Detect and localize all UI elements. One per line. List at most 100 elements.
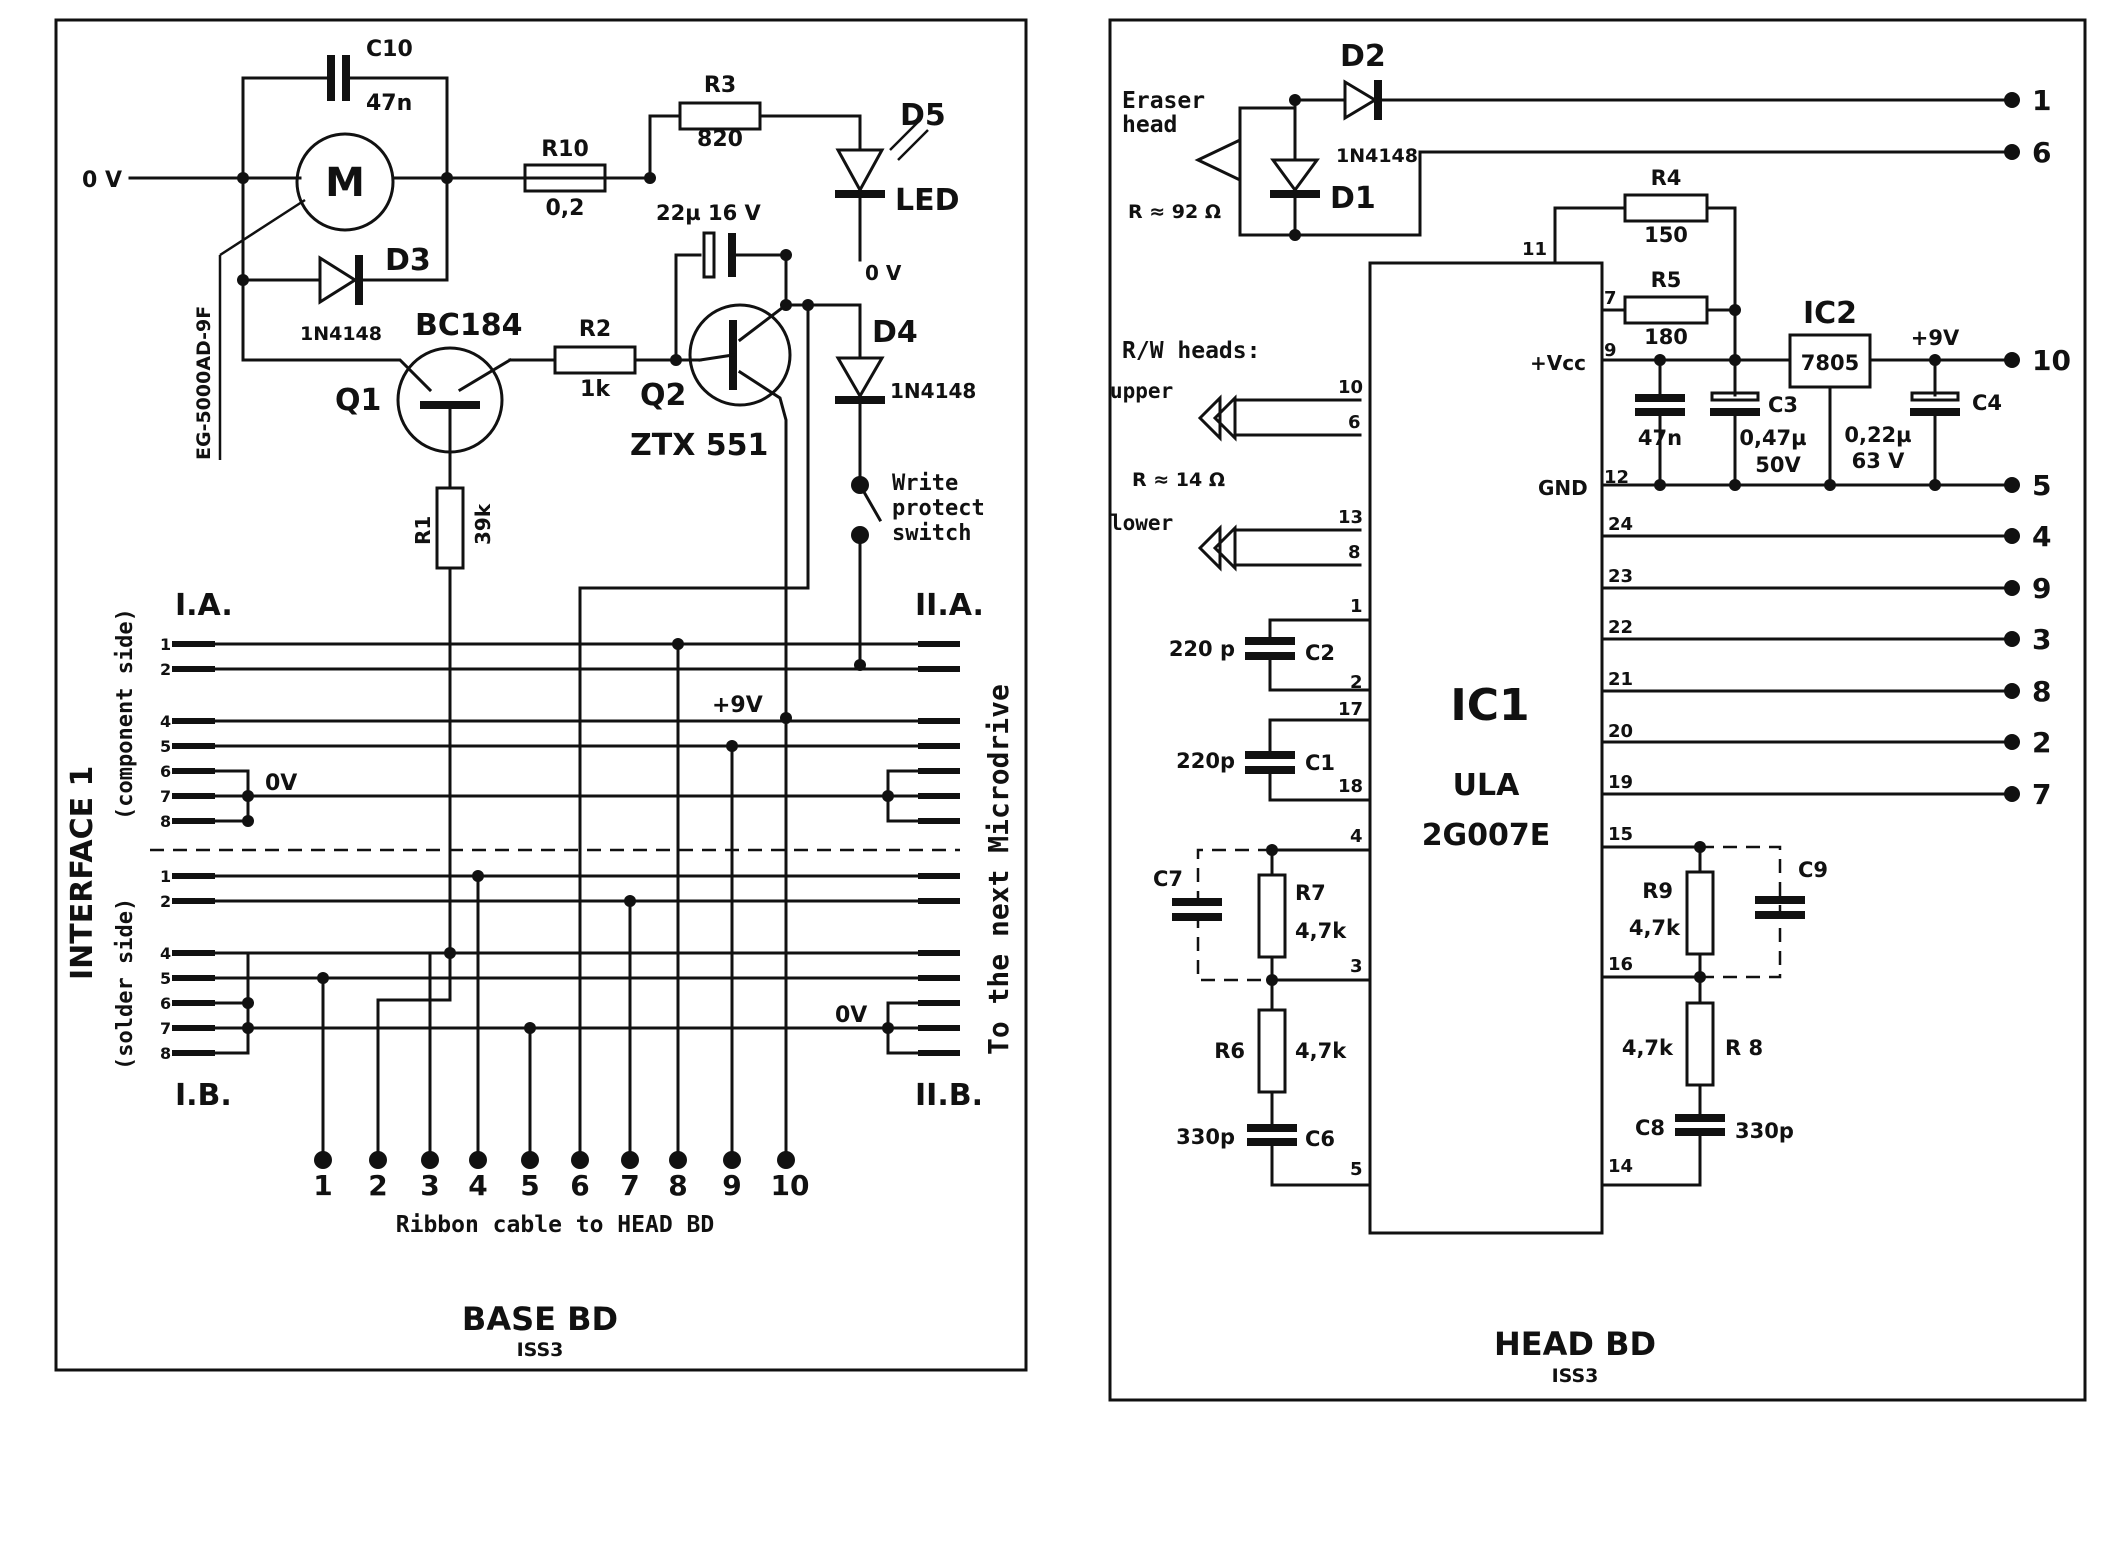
svg-text:8: 8 xyxy=(160,1044,171,1063)
svg-text:5: 5 xyxy=(160,969,171,988)
head-title: HEAD BD xyxy=(1494,1325,1656,1363)
svg-text:4: 4 xyxy=(2032,520,2051,553)
terminal-9 xyxy=(2004,580,2020,596)
r8-name: R 8 xyxy=(1725,1036,1763,1060)
d1-name: D1 xyxy=(1330,181,1376,216)
svg-text:13: 13 xyxy=(1338,507,1363,528)
edge-ib-label: I.B. xyxy=(175,1078,232,1113)
svg-text:2: 2 xyxy=(2032,726,2051,759)
c3-value-1: 0,47µ xyxy=(1739,426,1806,450)
ribbon-pin-5 xyxy=(521,1151,539,1169)
q2-name: Q2 xyxy=(640,378,686,413)
ribbon-pin-10 xyxy=(777,1151,795,1169)
svg-text:6: 6 xyxy=(2032,136,2051,169)
transistor-section: BC184 Q1 R2 1k 22µ 16 V Q2 ZTX 551 xyxy=(241,201,985,1162)
c4-name: C4 xyxy=(1972,391,2002,415)
next-microdrive-label: To the next Microdrive xyxy=(982,684,1015,1055)
r9-value: 4,7k xyxy=(1629,916,1681,940)
svg-text:9: 9 xyxy=(2032,572,2051,605)
svg-text:16: 16 xyxy=(1608,954,1633,975)
r1-resistor xyxy=(435,486,465,570)
svg-text:8: 8 xyxy=(2032,675,2051,708)
svg-text:6: 6 xyxy=(1348,412,1361,433)
ribbon-caption: Ribbon cable to HEAD BD xyxy=(396,1212,715,1238)
motor-section: 0 V M C10 47n EG-5000AD-9F D3 1 xyxy=(82,37,652,460)
head-board-border xyxy=(1108,18,2087,1402)
base-issue: ISS3 xyxy=(517,1339,564,1361)
c-47n-label: 47n xyxy=(1638,426,1682,450)
ic1-line1: ULA xyxy=(1453,768,1520,803)
edge-iib-label: II.B. xyxy=(915,1078,983,1113)
d4-name: D4 xyxy=(872,315,918,350)
svg-text:1: 1 xyxy=(160,867,171,886)
head-terminals: 1 6 10 5 4 9 3 8 2 7 xyxy=(2004,84,2071,811)
plus9v-label: +9V xyxy=(1911,326,1960,350)
svg-text:5: 5 xyxy=(160,737,171,756)
edge-connectors: I.A. I.B. II.A. II.B. INTERFACE 1 (compo… xyxy=(65,588,1015,1113)
svg-text:10: 10 xyxy=(2032,344,2071,377)
head-board: Eraser head R ≈ 92 Ω D2 1N4148 D1 R/W he… xyxy=(1108,18,2087,1402)
d2-name: D2 xyxy=(1340,39,1386,74)
r10-value: 0,2 xyxy=(546,196,585,221)
svg-text:11: 11 xyxy=(1522,239,1547,260)
r8-value: 4,7k xyxy=(1622,1036,1674,1060)
ribbon-pin-1 xyxy=(314,1151,332,1169)
right-rc-section: R9 4,7k C9 4,7k R 8 C8 330p xyxy=(1600,841,1828,1187)
signal-lines xyxy=(1600,534,2012,796)
d5-value: LED xyxy=(895,183,960,218)
r6-name: R6 xyxy=(1214,1039,1245,1063)
svg-text:20: 20 xyxy=(1608,721,1633,742)
svg-text:1: 1 xyxy=(313,1169,332,1202)
c6-value: 330p xyxy=(1176,1125,1235,1149)
left-rc-section: 220 p C2 220p C1 R7 4,7k C7 R6 4,7k xyxy=(1153,618,1372,1187)
c3-name: C3 xyxy=(1768,393,1798,417)
r3-resistor xyxy=(678,101,762,131)
terminal-2 xyxy=(2004,734,2020,750)
ribbon-pin-6 xyxy=(571,1151,589,1169)
eraser-label-1: Eraser xyxy=(1122,88,1205,114)
motor-part-label: EG-5000AD-9F xyxy=(193,306,215,460)
ic1-body xyxy=(1368,261,1604,1235)
edge-iia-label: II.A. xyxy=(915,588,984,623)
r5-name: R5 xyxy=(1651,268,1682,292)
svg-text:10: 10 xyxy=(771,1169,810,1202)
d4-value: 1N4148 xyxy=(890,379,976,403)
upper-head-symbol xyxy=(1212,394,1237,442)
svg-text:17: 17 xyxy=(1338,699,1363,720)
ribbon-wires xyxy=(317,638,792,1162)
svg-text:15: 15 xyxy=(1608,824,1633,845)
r2-resistor xyxy=(553,345,637,375)
r1-name: R1 xyxy=(411,516,435,545)
r6-value: 4,7k xyxy=(1295,1039,1347,1063)
c6-name: C6 xyxy=(1305,1127,1335,1151)
terminal-7 xyxy=(2004,786,2020,802)
svg-text:4: 4 xyxy=(1350,826,1363,847)
terminal-4 xyxy=(2004,528,2020,544)
c3-plate xyxy=(1710,391,1760,402)
led-zero-v-label: 0 V xyxy=(865,261,902,285)
terminal-3 xyxy=(2004,631,2020,647)
svg-text:19: 19 xyxy=(1608,772,1633,793)
c2-name: C2 xyxy=(1305,641,1335,665)
r5-resistor xyxy=(1623,295,1709,325)
svg-text:10: 10 xyxy=(1338,377,1363,398)
r6-resistor xyxy=(1257,1008,1287,1094)
c4-plate xyxy=(1910,391,1960,402)
power-section: R4 150 R5 180 +Vcc 7805 IC2 +9V 47n xyxy=(1530,166,2012,500)
svg-text:6: 6 xyxy=(160,762,171,781)
r2-value: 1k xyxy=(580,377,611,402)
svg-text:21: 21 xyxy=(1608,669,1633,690)
switch-label-3: switch xyxy=(892,521,971,546)
svg-text:1: 1 xyxy=(2032,84,2051,117)
r7-resistor xyxy=(1257,873,1287,959)
head-issue: ISS3 xyxy=(1552,1365,1599,1387)
edge-ia-label: I.A. xyxy=(175,588,233,623)
r1-value: 39k xyxy=(471,503,495,545)
svg-text:22: 22 xyxy=(1608,617,1633,638)
gnd-label: GND xyxy=(1538,476,1588,500)
svg-text:7: 7 xyxy=(160,1019,171,1038)
ribbon-pin-9 xyxy=(723,1151,741,1169)
svg-text:8: 8 xyxy=(160,812,171,831)
svg-text:5: 5 xyxy=(520,1169,539,1202)
ribbon-pin-4 xyxy=(469,1151,487,1169)
